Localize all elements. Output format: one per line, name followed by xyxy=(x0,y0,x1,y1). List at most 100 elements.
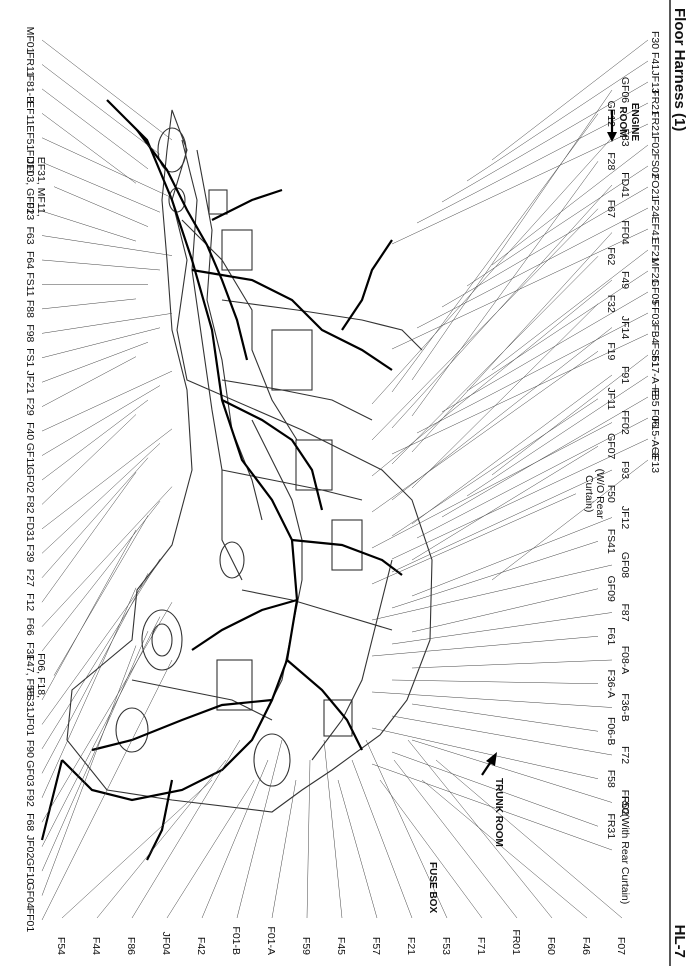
leader-line-top-20 xyxy=(491,459,649,581)
engine-room-label-line1: ENGINE xyxy=(629,103,640,142)
connector-left-f31-25: F31 xyxy=(24,642,36,660)
leader-line-left-31 xyxy=(41,587,137,798)
leader-line-left-4 xyxy=(41,137,173,199)
leader-line-bottom-16 xyxy=(435,759,623,919)
connector-right-jf14-10: JF14 xyxy=(619,316,631,340)
leader-line-right-31 xyxy=(391,751,599,827)
leader-line-bottom-3 xyxy=(166,779,255,919)
connector-top-ef41-9: EF41 xyxy=(649,216,661,241)
leader-line-bottom-7 xyxy=(306,759,311,919)
leader-line-top-15 xyxy=(491,354,649,476)
connector-left-f90-29: F90 xyxy=(24,740,36,758)
connector-top-f02-5: F02 xyxy=(649,136,661,154)
leader-line-right-4 xyxy=(391,184,613,429)
leader-line-left-20 xyxy=(41,428,173,530)
leader-line-right-20 xyxy=(371,564,613,621)
leader-line-right-14 xyxy=(371,422,613,549)
connector-top-f17-a-e-16: F17-A~E xyxy=(649,355,661,397)
engine-room-label-line2: ROOM xyxy=(617,106,628,137)
leader-line-top-3 xyxy=(416,102,649,224)
leader-line-right-5 xyxy=(371,208,599,441)
connector-left-f68-32: F68 xyxy=(24,813,36,831)
leader-line-left-1 xyxy=(41,64,161,155)
leader-line-right-11 xyxy=(371,351,599,513)
leader-line-left-11 xyxy=(41,298,137,310)
leader-line-right-15 xyxy=(411,446,599,561)
connector-bottom-f44-1: F44 xyxy=(90,937,102,955)
leader-line-left-29 xyxy=(41,558,161,750)
connector-left-f81-b-2: F81-B xyxy=(24,75,36,104)
connector-bottom-f01-b-5: F01-B xyxy=(230,926,242,955)
leader-line-left-13 xyxy=(41,327,161,359)
leader-line-left-27 xyxy=(41,529,137,701)
leader-line-top-7 xyxy=(441,186,649,308)
leader-line-bottom-2 xyxy=(131,739,241,919)
leader-line-left-3 xyxy=(41,113,137,184)
connector-bottom-f42-4: F42 xyxy=(195,937,207,955)
connector-top-mf21-11: MF21 xyxy=(649,258,661,285)
connector-right-gf08-20: GF08 xyxy=(619,552,631,578)
connector-right-gf06-0: GF06 xyxy=(619,77,631,103)
leader-line-bottom-6 xyxy=(271,779,297,919)
leader-line-top-0 xyxy=(491,39,649,161)
leader-line-left-18 xyxy=(41,399,149,481)
connector-left-mf01-0: MF01 xyxy=(24,27,36,54)
connector-right-f67-5: F67 xyxy=(605,200,617,218)
connector-top-f06-18: F06 xyxy=(649,409,661,427)
leader-line-top-19 xyxy=(391,438,649,560)
connector-left-gf03-30: GF03 xyxy=(24,760,36,786)
leader-line-left-14 xyxy=(41,341,149,383)
leader-line-right-6 xyxy=(411,232,613,453)
connector-left-gf10-34: GF10 xyxy=(24,858,36,884)
connector-top-fo21-7: FO21 xyxy=(649,174,661,200)
leader-line-bottom-10 xyxy=(351,759,413,919)
leader-line-bottom-0 xyxy=(61,779,213,919)
leader-line-top-4 xyxy=(391,123,649,245)
connector-right-f36-b-26: F36-B xyxy=(619,693,631,722)
connector-left-f63-8: F63 xyxy=(24,227,36,245)
connector-right-ff02-14: FF02 xyxy=(619,410,631,435)
leader-line-left-34 xyxy=(41,631,149,872)
connector-bottom-jf04-3: JF04 xyxy=(160,932,172,956)
leader-line-left-16 xyxy=(41,370,173,432)
connector-top-f24-8: F24 xyxy=(649,199,661,217)
leader-line-right-32 xyxy=(371,763,613,851)
connector-left-fs1-13: FS1 xyxy=(24,348,36,367)
leader-line-left-23 xyxy=(41,472,137,603)
connector-bottom-f71-12: F71 xyxy=(475,937,487,955)
connector-right-f49-8: F49 xyxy=(619,271,631,289)
connector-left-fs11-10: FS11 xyxy=(24,272,36,296)
connector-top-fb5-17: FB5 xyxy=(649,387,661,406)
leader-line-left-7 xyxy=(41,210,137,242)
leader-line-left-8 xyxy=(41,235,173,256)
leader-line-right-21 xyxy=(411,588,599,633)
connector-top-fb4-14: FB4 xyxy=(649,324,661,343)
leader-line-right-24 xyxy=(411,659,613,669)
leader-line-left-25 xyxy=(41,500,161,652)
connector-right-gf09-21: GF09 xyxy=(605,576,617,602)
connector-bottom-f59-7: F59 xyxy=(300,937,312,955)
connector-left-ef51-4: EF51 xyxy=(24,125,36,150)
leader-line-right-25 xyxy=(391,679,599,684)
leader-line-left-19 xyxy=(41,414,137,505)
leader-line-left-2 xyxy=(41,88,149,170)
leader-line-top-6 xyxy=(466,165,649,287)
connector-right-jf11-13: JF11 xyxy=(605,387,617,410)
engine-room-arrow-head xyxy=(607,132,617,142)
connector-left-fd31-20: FD31 xyxy=(24,516,36,542)
leader-line-right-27 xyxy=(411,703,599,732)
leader-lines xyxy=(41,39,649,921)
connector-bottom-f57-9: F57 xyxy=(370,937,382,955)
leader-line-right-10 xyxy=(391,327,613,501)
trunk-room-arrow-head xyxy=(486,752,497,766)
leader-line-top-11 xyxy=(466,270,649,392)
harness-wiring xyxy=(40,99,403,861)
leader-line-top-9 xyxy=(391,228,649,350)
leader-line-right-3 xyxy=(411,161,599,417)
leader-line-bottom-1 xyxy=(96,759,227,919)
leader-line-right-16 xyxy=(391,469,613,573)
connector-right-f83-2: F83 xyxy=(619,128,631,146)
